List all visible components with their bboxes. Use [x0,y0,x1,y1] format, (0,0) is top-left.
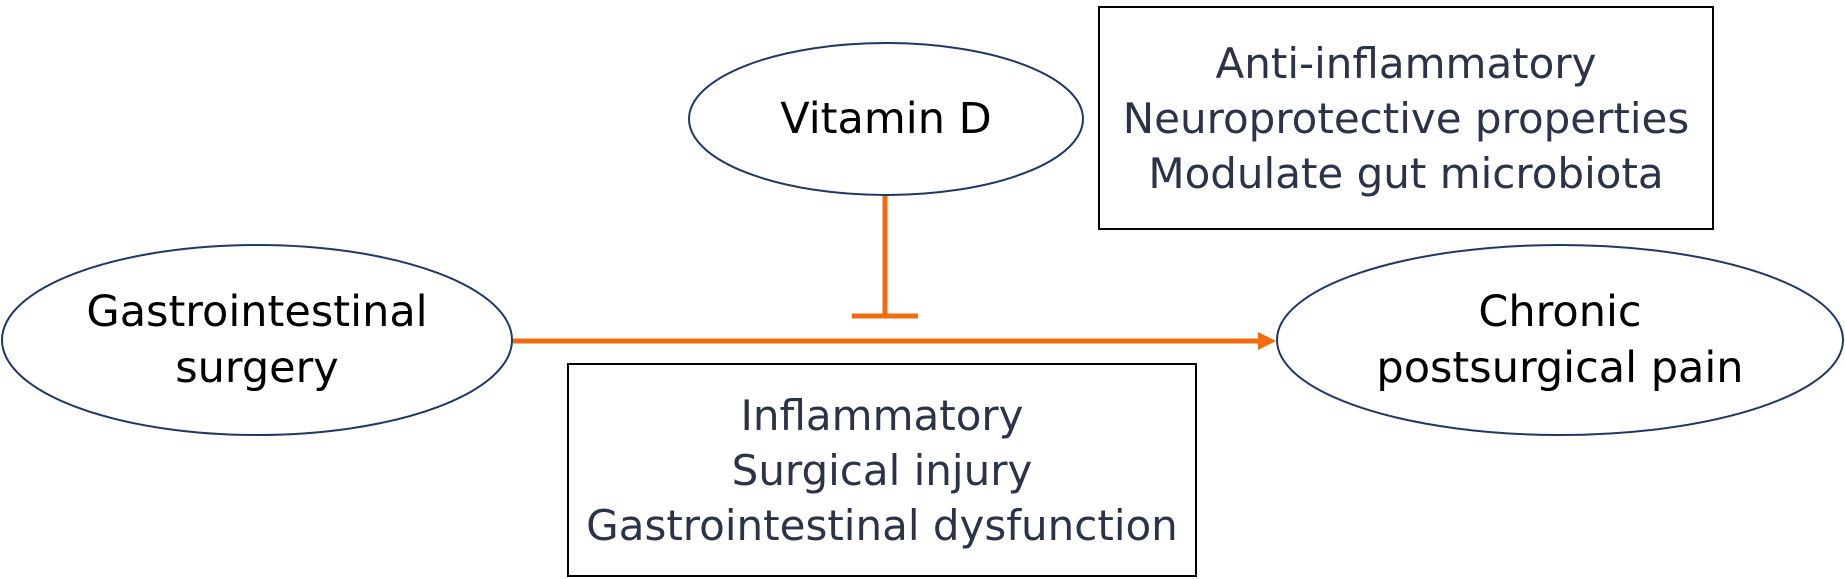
vitamin-d-label: Vitamin D [780,94,992,144]
vitamin-d-node-ellipse [688,42,1084,196]
mechanism-surgical-injury: Surgical injury [731,445,1033,495]
surgery-to-pain-arrowhead [1258,332,1276,350]
pain-node-label: Chronic postsurgical pain [1277,245,1843,435]
vitamin-d-node-label: Vitamin D [689,43,1083,195]
pain-label-line-2: postsurgical pain [1376,343,1744,393]
mechanism-gi-dysfunction: Gastrointestinal dysfunction [586,500,1178,550]
surgery-label-line-2: surgery [175,343,339,393]
vitamin-effect-gut-microbiota: Modulate gut microbiota [1148,148,1664,198]
vitamin-effect-anti-inflammatory: Anti-inflammatory [1215,38,1597,88]
pain-node-ellipse [1276,244,1844,436]
vitamin-effect-neuroprotective: Neuroprotective properties [1122,93,1690,143]
vitamin-effects-box: Anti-inflammatory Neuroprotective proper… [1098,6,1714,230]
pain-label-line-1: Chronic [1478,287,1642,337]
mechanism-inflammatory: Inflammatory [740,390,1024,440]
surgery-node-label: Gastrointestinal surgery [2,245,512,435]
surgery-label-line-1: Gastrointestinal [86,287,428,337]
surgery-node-ellipse [1,244,513,436]
mechanisms-box: Inflammatory Surgical injury Gastrointes… [567,363,1197,577]
